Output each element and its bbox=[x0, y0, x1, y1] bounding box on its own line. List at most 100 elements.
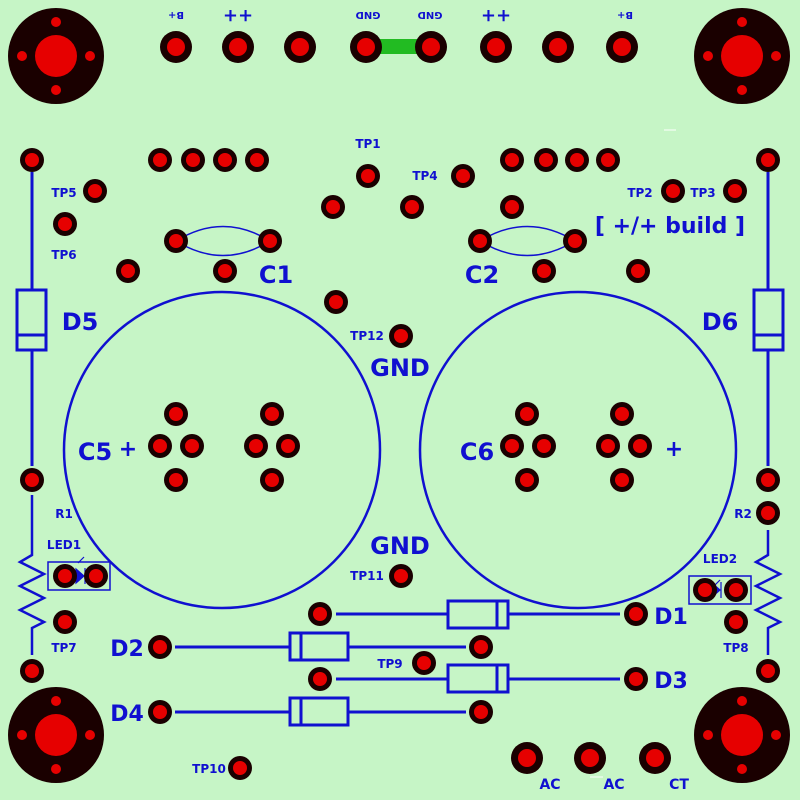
solder-pad bbox=[480, 31, 512, 63]
label-c5-plus: + bbox=[119, 437, 137, 462]
solder-pad bbox=[724, 578, 748, 602]
pad-core bbox=[153, 640, 167, 654]
label-tp5: TP5 bbox=[51, 186, 76, 200]
label-r2: R2 bbox=[734, 507, 752, 521]
pad-core bbox=[265, 407, 279, 421]
solder-pad bbox=[356, 164, 380, 188]
pad-core bbox=[505, 200, 519, 214]
label-c5: C5 bbox=[78, 438, 112, 466]
solder-pad bbox=[148, 434, 172, 458]
pad-core bbox=[89, 569, 103, 583]
solder-pad bbox=[606, 31, 638, 63]
pad-core bbox=[263, 234, 277, 248]
label-tp1: TP1 bbox=[355, 137, 380, 151]
pad-core bbox=[394, 329, 408, 343]
mounting-hole-via bbox=[51, 85, 61, 95]
solder-pad bbox=[500, 148, 524, 172]
mounting-hole-via bbox=[703, 730, 713, 740]
mounting-hole-via bbox=[51, 696, 61, 706]
pad-core bbox=[281, 439, 295, 453]
pad-core bbox=[153, 705, 167, 719]
mounting-hole-via bbox=[17, 51, 27, 61]
pad-core bbox=[761, 153, 775, 167]
r1-outline bbox=[17, 495, 47, 655]
label-d1: D1 bbox=[654, 605, 688, 630]
label-gnd-left: GND bbox=[356, 9, 381, 20]
solder-pad bbox=[542, 31, 574, 63]
solder-pad bbox=[661, 179, 685, 203]
solder-pad bbox=[723, 179, 747, 203]
solder-pad bbox=[20, 659, 44, 683]
mounting-hole-core bbox=[721, 714, 763, 756]
pad-core bbox=[537, 439, 551, 453]
pad-core bbox=[422, 38, 440, 56]
pad-core bbox=[329, 295, 343, 309]
label-ac-2: AC bbox=[603, 777, 624, 793]
pad-core bbox=[474, 705, 488, 719]
silkscreen-layer bbox=[15, 172, 785, 727]
pad-core bbox=[313, 672, 327, 686]
pad-core bbox=[405, 200, 419, 214]
pad-core bbox=[233, 761, 247, 775]
pad-core bbox=[291, 38, 309, 56]
pad-core bbox=[549, 38, 567, 56]
solder-pad bbox=[258, 229, 282, 253]
label-c2: C2 bbox=[465, 261, 499, 289]
label-tp4: TP4 bbox=[412, 169, 437, 183]
solder-pad bbox=[213, 259, 237, 283]
label-plus-plus-left: ++ bbox=[223, 5, 253, 26]
mounting-hole-via bbox=[771, 51, 781, 61]
mounting-hole-via bbox=[17, 730, 27, 740]
solder-pad bbox=[389, 564, 413, 588]
pad-core bbox=[357, 38, 375, 56]
solder-pad bbox=[308, 602, 332, 626]
solder-pad bbox=[308, 667, 332, 691]
pad-core bbox=[153, 439, 167, 453]
mounting-hole-bottom-left bbox=[8, 687, 104, 783]
solder-pad bbox=[515, 402, 539, 426]
pad-core bbox=[121, 264, 135, 278]
solder-pad bbox=[276, 434, 300, 458]
pad-core bbox=[169, 407, 183, 421]
solder-pad bbox=[20, 148, 44, 172]
mounting-hole-via bbox=[703, 51, 713, 61]
label-ac-1: AC bbox=[539, 777, 560, 793]
pad-core bbox=[265, 473, 279, 487]
pad-core bbox=[698, 583, 712, 597]
solder-pad bbox=[53, 212, 77, 236]
pad-core bbox=[58, 217, 72, 231]
label-gnd-upper: GND bbox=[370, 354, 430, 382]
solder-pad bbox=[532, 259, 556, 283]
pad-core bbox=[185, 439, 199, 453]
pad-core bbox=[633, 439, 647, 453]
label-tp12: TP12 bbox=[350, 329, 384, 343]
pad-core bbox=[394, 569, 408, 583]
solder-pad bbox=[639, 742, 671, 774]
label-d4: D4 bbox=[110, 702, 144, 727]
mounting-hole-via bbox=[737, 85, 747, 95]
label-tp7: TP7 bbox=[51, 641, 76, 655]
mounting-hole-via bbox=[737, 764, 747, 774]
label-tp11: TP11 bbox=[350, 569, 384, 583]
solder-pad bbox=[565, 148, 589, 172]
label-led1: LED1 bbox=[47, 538, 81, 552]
solder-pad bbox=[500, 434, 524, 458]
pad-core bbox=[629, 672, 643, 686]
pad-core bbox=[474, 640, 488, 654]
pad-core bbox=[581, 749, 599, 767]
pad-core bbox=[520, 473, 534, 487]
pad-core bbox=[629, 607, 643, 621]
solder-pad bbox=[500, 195, 524, 219]
solder-pad bbox=[181, 148, 205, 172]
solder-pad bbox=[83, 179, 107, 203]
solder-pad bbox=[160, 31, 192, 63]
solder-pad bbox=[596, 148, 620, 172]
pad-core bbox=[218, 264, 232, 278]
solder-pad bbox=[756, 501, 780, 525]
mounting-hole-core bbox=[35, 35, 77, 77]
solder-pad bbox=[284, 31, 316, 63]
label-tp6: TP6 bbox=[51, 248, 76, 262]
pad-core bbox=[169, 473, 183, 487]
solder-pad bbox=[511, 742, 543, 774]
